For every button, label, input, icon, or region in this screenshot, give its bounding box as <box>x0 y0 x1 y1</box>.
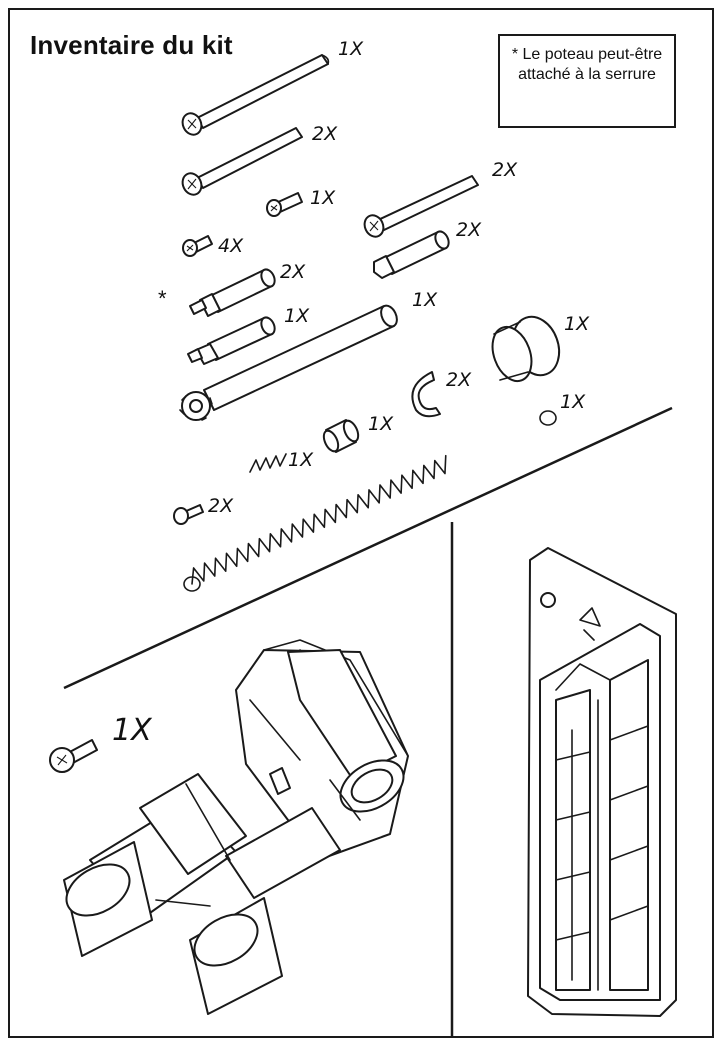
qty-bare-post: 1X <box>284 305 310 327</box>
cover-plate <box>527 547 677 1017</box>
bushing <box>322 419 360 453</box>
hex-standoff <box>373 230 450 279</box>
c-clip <box>411 371 441 418</box>
asterisk-mark: * <box>158 286 167 311</box>
qty-battery-screw: 1X <box>112 713 153 748</box>
post-with-stud <box>189 268 276 317</box>
qty-right-long-screw: 2X <box>492 159 518 181</box>
battery-holder <box>63 639 409 1015</box>
long-spring <box>183 410 557 592</box>
qty-long-screw: 1X <box>338 38 364 60</box>
bare-post <box>187 316 276 365</box>
divider-diagonal <box>63 406 673 690</box>
small-screw <box>266 192 303 217</box>
qty-sleeve: 1X <box>564 313 590 335</box>
sleeve-ring <box>491 315 561 383</box>
qty-long-shaft: 1X <box>412 289 438 311</box>
page-title: Inventaire du kit <box>30 30 233 60</box>
qty-bushing: 1X <box>368 413 394 435</box>
note-box: * Le poteau peut-être attaché à la serru… <box>498 34 676 128</box>
long-screw <box>181 54 330 136</box>
small-spring <box>249 453 287 473</box>
qty-small-screw-lower: 2X <box>208 495 234 517</box>
right-long-screw <box>363 175 479 238</box>
medium-screw <box>181 127 303 196</box>
qty-post-with-stud: 2X <box>280 261 306 283</box>
qty-medium-screw: 2X <box>312 123 338 145</box>
qty-tiny-screw: 4X <box>218 235 244 257</box>
page-frame <box>8 8 714 1038</box>
qty-long-spring: 1X <box>560 391 586 413</box>
long-shaft <box>179 304 398 421</box>
qty-small-screw: 1X <box>310 187 336 209</box>
battery-screw <box>49 739 98 773</box>
qty-c-clip: 2X <box>446 369 472 391</box>
small-screw-lower <box>173 504 204 525</box>
qty-hex-standoff: 2X <box>456 219 482 241</box>
qty-small-spring: 1X <box>288 449 314 471</box>
tiny-screw <box>182 235 213 257</box>
